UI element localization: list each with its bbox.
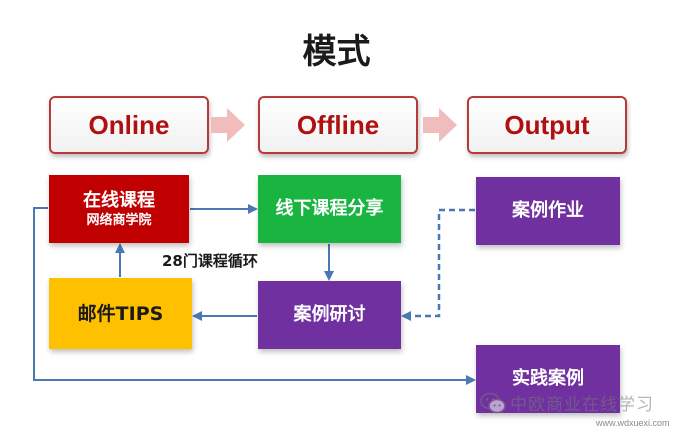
loop-label: 28门课程循环 — [162, 252, 258, 270]
email-tips-label: 邮件TIPS — [77, 302, 164, 325]
arrow-output-to-case — [401, 208, 475, 321]
watermark-text: 中欧商业在线学习 — [510, 395, 654, 415]
right-chevron-icon — [227, 108, 245, 142]
phase-offline: Offline — [258, 96, 418, 154]
chevron-arrow-body — [423, 117, 439, 133]
online-course-sublabel: 网络商学院 — [86, 212, 152, 228]
right-chevron-icon — [439, 108, 457, 142]
phase-online: Online — [49, 96, 209, 154]
box-case-assignment: 案例作业 — [476, 177, 620, 245]
watermark: 中欧商业在线学习 — [480, 390, 654, 415]
page-title: 模式 — [302, 32, 371, 72]
box-case-discussion: 案例研讨 — [258, 281, 401, 349]
phase-output: Output — [467, 96, 627, 154]
online-course-label: 在线课程 — [83, 189, 155, 211]
watermark-url: www.wdxuexi.com — [596, 418, 670, 428]
wechat-icon — [480, 392, 506, 413]
case-discussion-label: 案例研讨 — [293, 304, 366, 325]
chevron-arrow-body — [211, 117, 227, 133]
box-email-tips: 邮件TIPS — [49, 278, 192, 349]
box-offline-course: 线下课程分享 — [258, 175, 401, 243]
box-online-course: 在线课程 网络商学院 — [49, 175, 189, 243]
practice-case-label: 实践案例 — [512, 368, 584, 389]
case-assignment-label: 案例作业 — [512, 200, 584, 221]
arrow-online-to-practice — [33, 207, 476, 385]
offline-course-label: 线下课程分享 — [275, 198, 384, 219]
